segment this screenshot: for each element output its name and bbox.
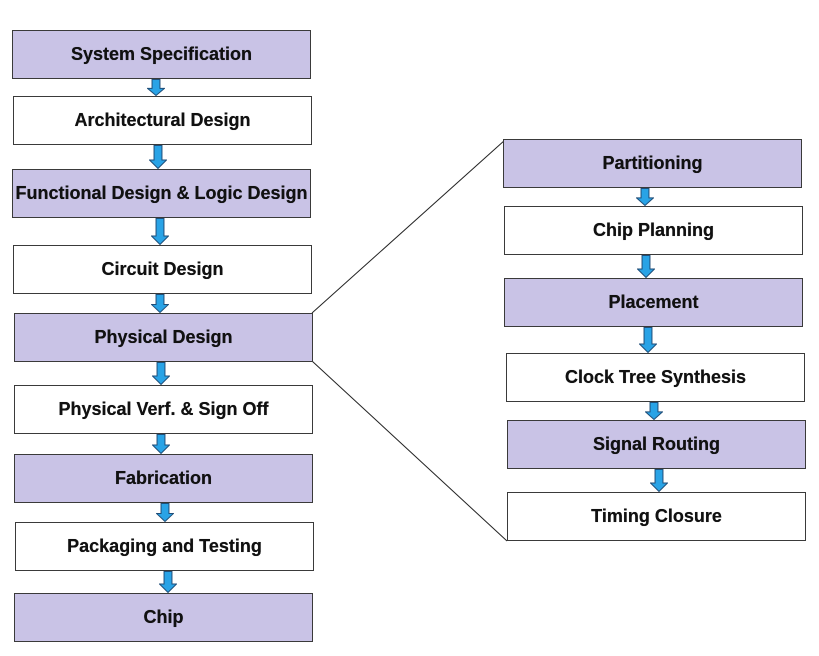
box-label: Timing Closure [591,506,722,526]
box-label: Fabrication [114,468,212,488]
down-arrow-icon [152,434,170,454]
box-label: Placement [608,292,699,312]
box-physical-verf-sign-off: Physical Verf. & Sign Off [14,385,313,434]
box-label: Signal Routing [593,434,720,454]
down-arrow-icon [151,294,169,313]
down-arrow-icon [159,571,177,593]
box-label: Architectural Design [74,110,251,130]
expand-line-top [311,139,506,314]
down-arrow-icon [152,362,170,385]
box-label: Clock Tree Synthesis [564,367,747,387]
box-label: Functional Design & Logic Design [15,183,308,203]
box-label: Packaging and Testing [67,536,262,556]
box-label: Physical Design [94,327,233,347]
box-packaging-testing: Packaging and Testing [15,522,314,571]
box-physical-design: Physical Design [14,313,313,362]
box-label: Chip Planning [593,220,714,240]
box-label: Partitioning [602,153,703,173]
down-arrow-icon [650,469,668,492]
box-architectural-design: Architectural Design [13,96,312,145]
down-arrow-icon [637,255,655,278]
box-timing-closure: Timing Closure [507,492,806,541]
expand-line-bottom [311,360,508,542]
box-functional-logic-design: Functional Design & Logic Design [12,169,311,218]
box-fabrication: Fabrication [14,454,313,503]
box-label: Circuit Design [101,259,224,279]
box-chip-planning: Chip Planning [504,206,803,255]
down-arrow-icon [645,402,663,420]
box-label: Physical Verf. & Sign Off [58,399,269,419]
down-arrow-icon [639,327,657,353]
down-arrow-icon [149,145,167,169]
box-clock-tree-synthesis: Clock Tree Synthesis [506,353,805,402]
down-arrow-icon [636,188,654,206]
box-partitioning: Partitioning [503,139,802,188]
box-label: System Specification [70,44,253,64]
down-arrow-icon [151,218,169,245]
box-label: Chip [143,607,184,627]
down-arrow-icon [147,79,165,96]
box-circuit-design: Circuit Design [13,245,312,294]
box-chip: Chip [14,593,313,642]
down-arrow-icon [156,503,174,522]
box-signal-routing: Signal Routing [507,420,806,469]
box-placement: Placement [504,278,803,327]
box-system-specification: System Specification [12,30,311,79]
